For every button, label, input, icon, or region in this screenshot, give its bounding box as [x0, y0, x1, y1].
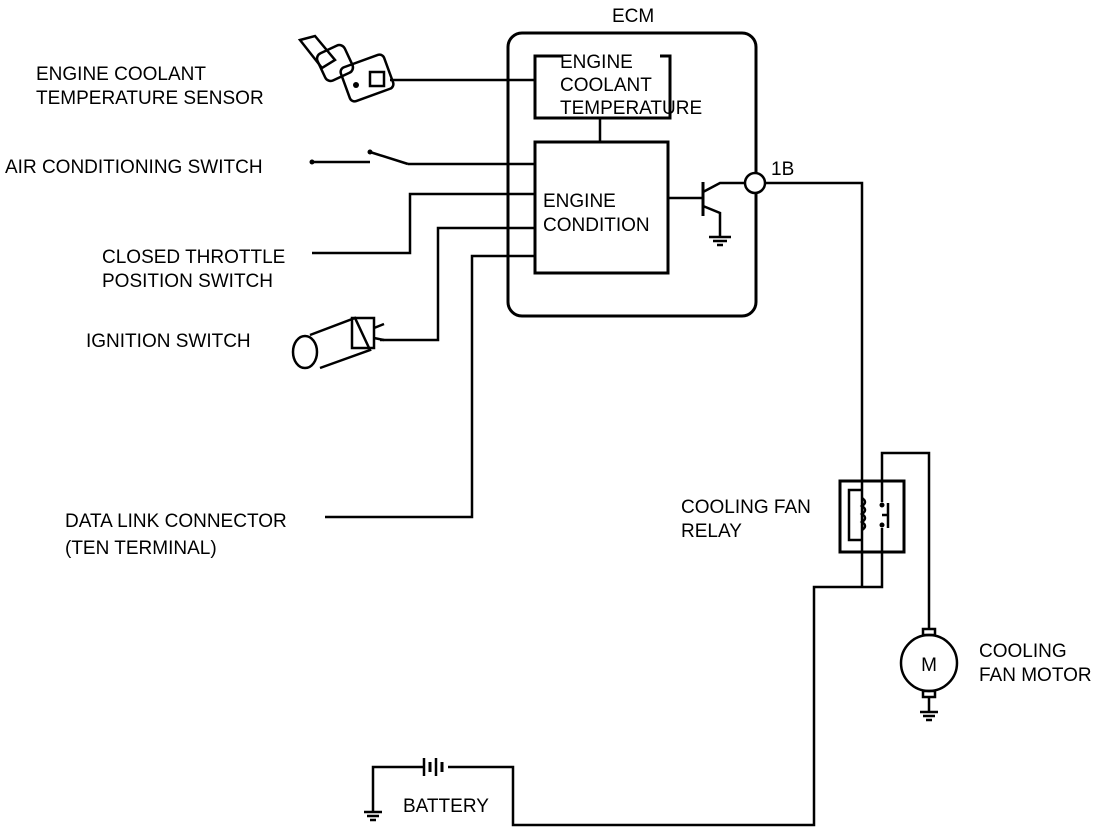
ignition-switch-icon	[291, 316, 385, 370]
terminal-1b	[743, 171, 767, 195]
ecm-title: ECM	[612, 6, 654, 27]
condition-block-line1: ENGINE	[543, 191, 616, 212]
transistor-icon	[668, 181, 745, 247]
battery-label: BATTERY	[403, 796, 489, 817]
ac-switch-label: AIR CONDITIONING SWITCH	[5, 157, 263, 178]
ecm-relay-wire	[765, 181, 864, 587]
battery-icon	[422, 758, 444, 776]
motor-symbol: M	[921, 655, 937, 676]
relay-box	[838, 479, 906, 554]
battery-ground-wire	[371, 765, 424, 812]
ac-switch-icon	[309, 149, 409, 166]
relay-coil-icon	[847, 488, 890, 542]
ect-block-line1: ENGINE	[560, 52, 633, 73]
ect-sensor-label-1: ENGINE COOLANT	[36, 64, 206, 85]
engine-condition-block	[533, 140, 670, 275]
condition-block-line2: CONDITION	[543, 215, 650, 236]
ect-block-line3: TEMPERATURE	[560, 98, 702, 119]
dlc-label-2: (TEN TERMINAL)	[65, 538, 217, 559]
throttle-label-2: POSITION SWITCH	[102, 271, 273, 292]
ignition-wire	[380, 226, 535, 342]
ect-sensor-label-2: TEMPERATURE SENSOR	[36, 88, 264, 109]
terminal-1b-label: 1B	[771, 159, 794, 180]
dlc-wire	[325, 254, 535, 519]
ect-block-line2: COOLANT	[560, 75, 652, 96]
motor-label-2: FAN MOTOR	[979, 665, 1092, 686]
ignition-label: IGNITION SWITCH	[86, 331, 251, 352]
battery-ground-icon	[364, 810, 382, 822]
relay-label-2: RELAY	[681, 521, 742, 542]
ect-block	[533, 54, 672, 120]
relay-label-1: COOLING FAN	[681, 497, 811, 518]
dlc-label-1: DATA LINK CONNECTOR	[65, 511, 287, 532]
battery-relay-wire	[448, 528, 884, 827]
throttle-wire	[312, 192, 535, 255]
motor-ground-icon	[920, 697, 938, 722]
motor-label-1: COOLING	[979, 641, 1067, 662]
relay-motor-wire	[880, 451, 931, 630]
coolant-sensor-icon	[297, 34, 395, 103]
motor-terminal-bottom	[921, 689, 937, 699]
throttle-label-1: CLOSED THROTTLE	[102, 247, 285, 268]
